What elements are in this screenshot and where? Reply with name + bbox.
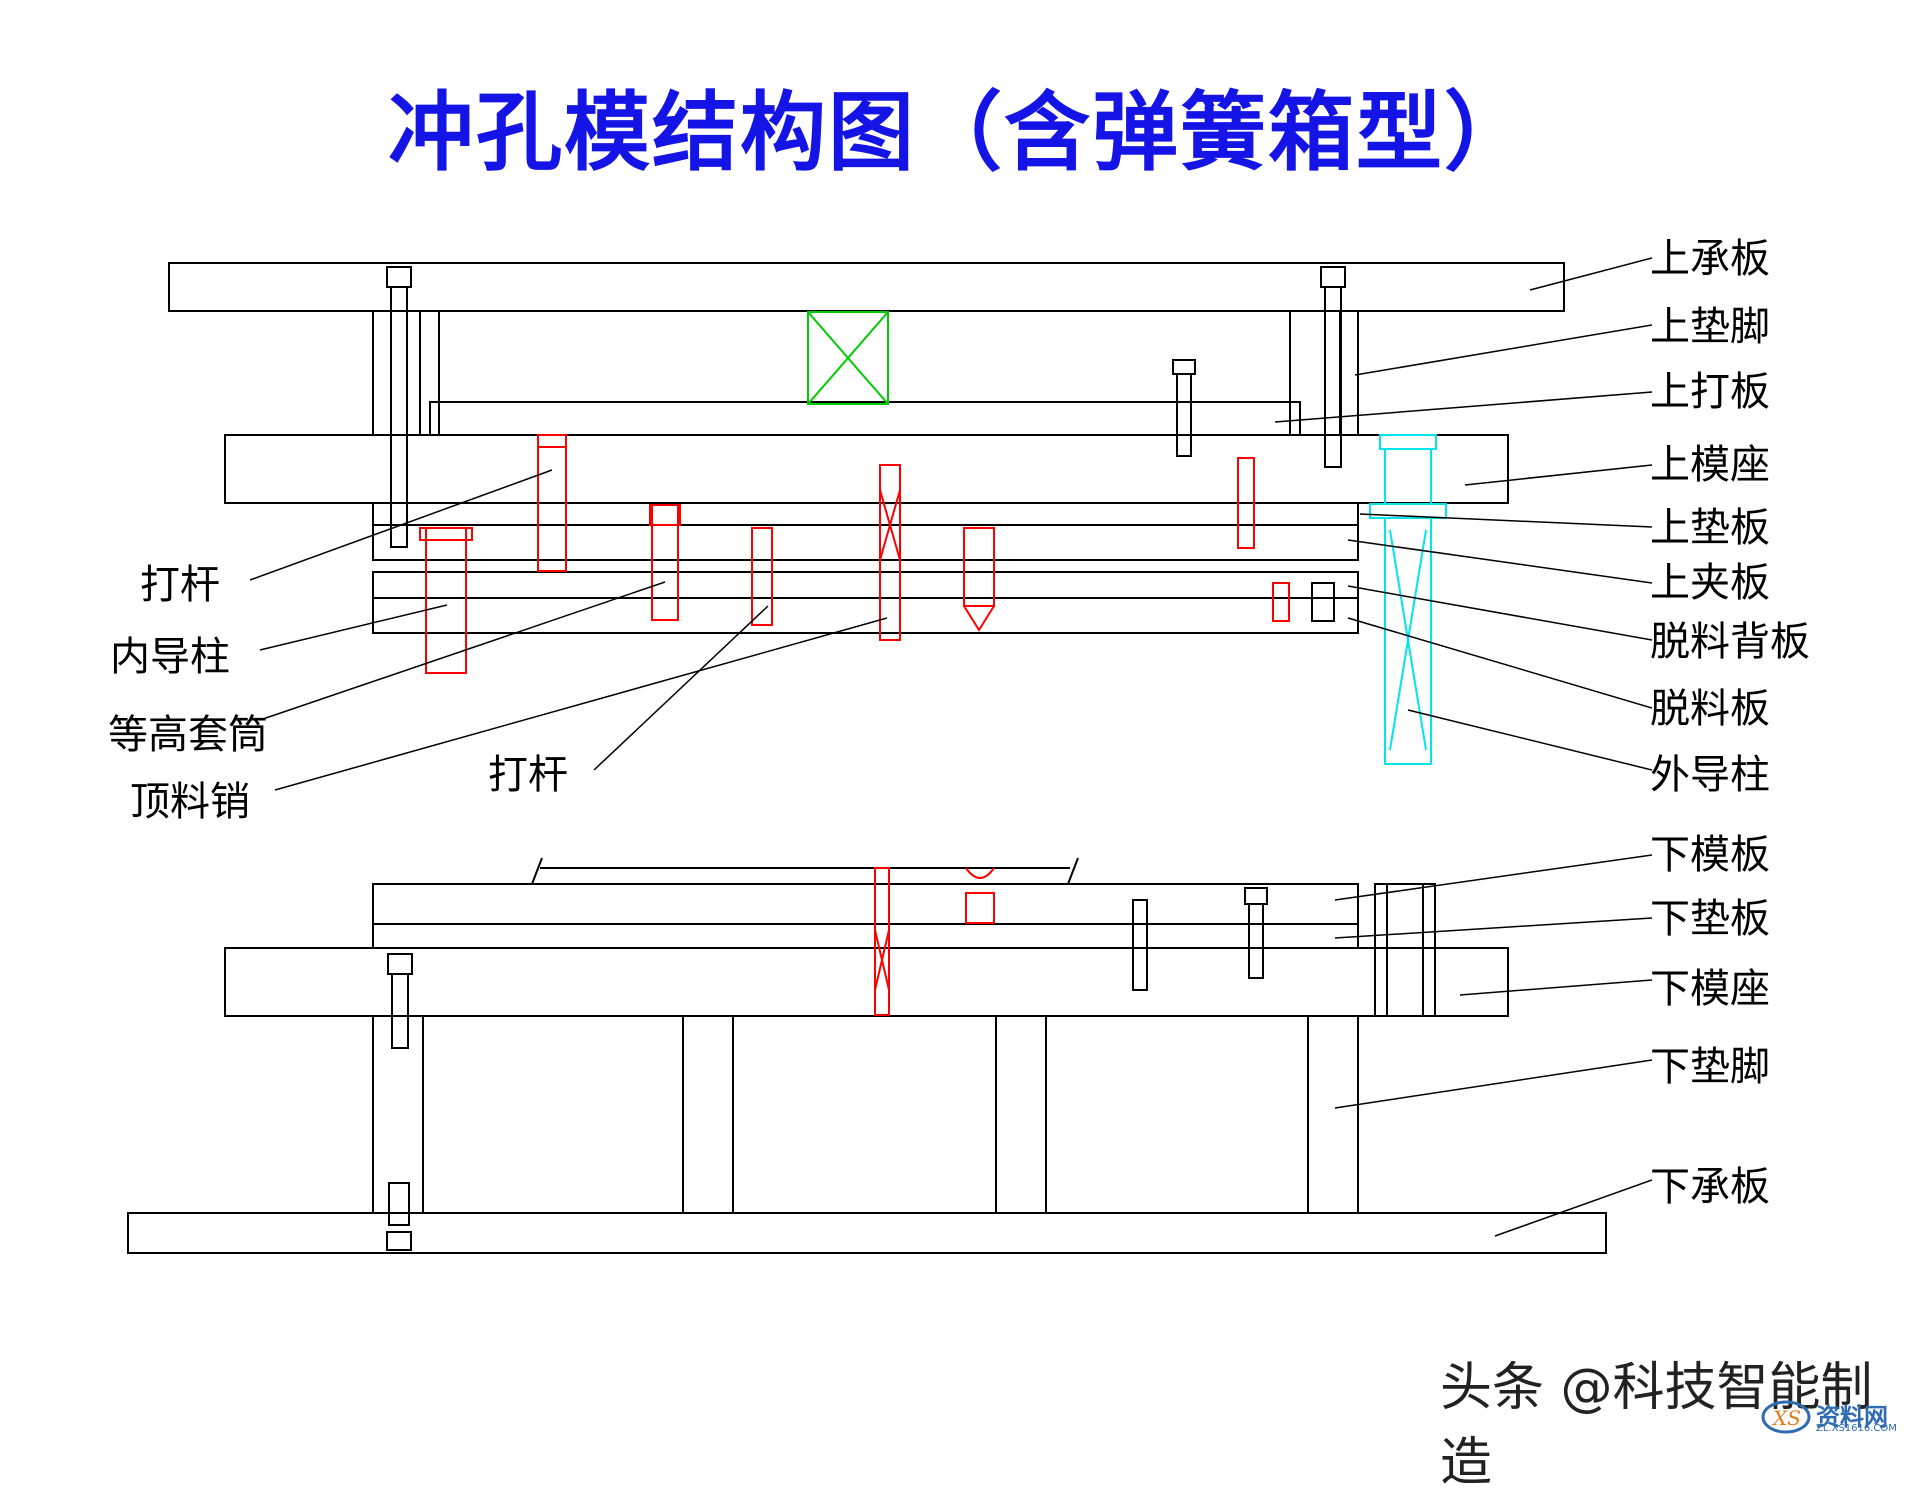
label-upper-backing-plate: 上承板 [1650,236,1770,282]
label-upper-clamp-plate: 上夹板 [1650,560,1770,606]
label-lower-die-set: 下模座 [1650,966,1770,1012]
upper-backing [372,502,1359,526]
label-upper-backing: 上垫板 [1650,505,1770,551]
label-knockout-rod-left: 打杆 [140,562,220,608]
site-logo-icon: XS [1761,1400,1811,1434]
label-upper-die-set: 上模座 [1650,442,1770,488]
label-stripper-back-plate: 脱料背板 [1650,619,1810,665]
outer-guide-post [1384,517,1432,765]
stripper-back-plate [372,571,1359,599]
knockout-rod-red-center [751,527,773,626]
cap-screw-head-right [1320,266,1346,288]
upper-backing-plate [168,262,1565,312]
stripper-plate [372,597,1359,634]
knockout-rod-red-left [537,434,567,572]
label-lower-die-plate: 下模板 [1650,832,1770,878]
spring-box [807,311,889,405]
site-logo-text: 资料网 [1816,1403,1888,1431]
cap-screw-head-left [386,266,412,288]
equal-height-sleeve [651,504,679,621]
lower-die-set [224,947,1509,1017]
label-upper-spacer-block: 上垫脚 [1650,304,1770,350]
label-inner-guide-post: 内导柱 [110,634,230,680]
label-lower-backing: 下垫板 [1650,896,1770,942]
lower-spacer-block-4 [1307,1015,1359,1214]
diagram-stage: 冲孔模结构图（含弹簧箱型） [108,82,1910,1493]
lower-spacer-block-3 [995,1015,1047,1214]
label-ejector-pin: 顶料销 [130,779,250,825]
label-equal-height-sleeve: 等高套筒 [108,712,268,758]
ejector-pin [879,464,901,641]
label-stripper-plate: 脱料板 [1650,686,1770,732]
outer-guide-post-head [1379,434,1437,450]
label-outer-guide-post: 外导柱 [1650,752,1770,798]
label-lower-backing-plate: 下承板 [1650,1164,1770,1210]
cap-screw-shank-left [390,286,408,548]
lower-die-plate [372,883,1359,925]
lower-backing [372,923,1359,949]
site-logo-sub: ZL.XS1616.COM [1816,1423,1897,1434]
site-logo: XS 资料网 ZL.XS1616.COM [1760,1395,1910,1437]
label-lower-spacer-block: 下垫脚 [1650,1044,1770,1090]
svg-text:XS: XS [1771,1406,1801,1430]
diagram-title: 冲孔模结构图（含弹簧箱型） [388,82,1532,183]
upper-die-set [224,434,1509,504]
upper-clamp-plate [372,524,1359,561]
cap-screw-shank-right [1324,286,1342,468]
lower-spacer-block-2 [682,1015,734,1214]
label-upper-knockout-plate: 上打板 [1650,369,1770,415]
label-knockout-rod-center: 打杆 [488,752,568,798]
lower-backing-plate [127,1212,1607,1254]
die-structure-drawing: 上承板 上垫脚 上打板 上模座 上垫板 上夹板 脱料背板 脱料板 外导柱 打杆 … [108,236,1810,1254]
upper-knockout-plate [429,401,1301,436]
